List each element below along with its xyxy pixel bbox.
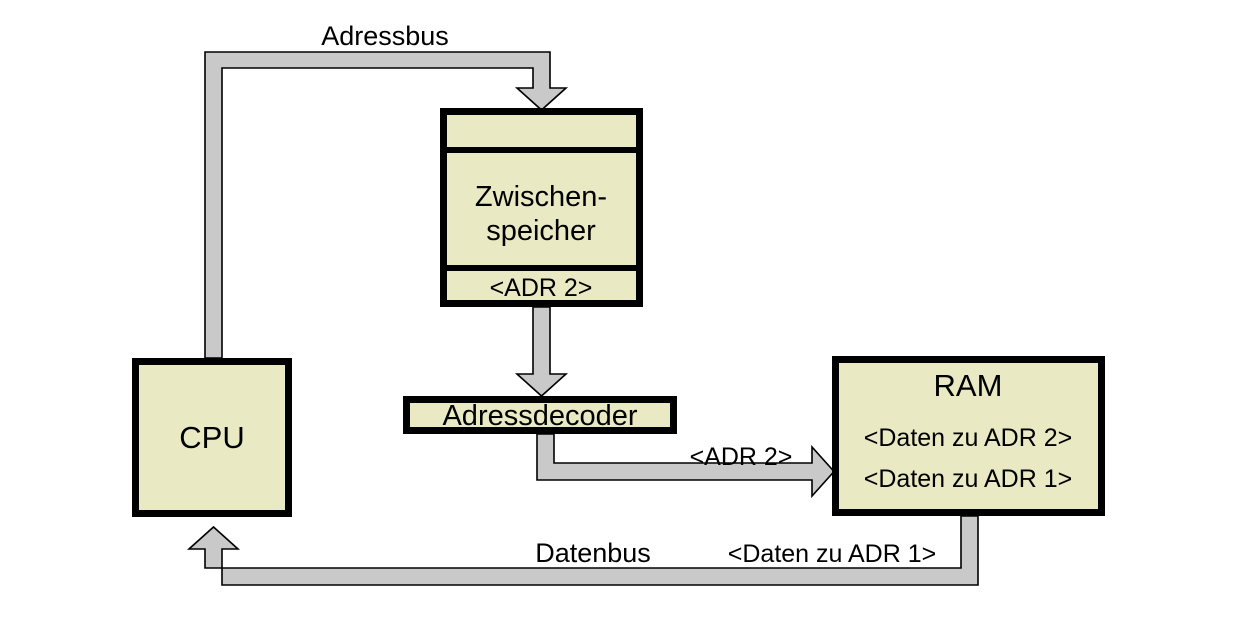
ram-row-2: <Daten zu ADR 1> (864, 465, 1072, 493)
label-adressbus: Adressbus (321, 21, 449, 51)
ram-title: RAM (934, 368, 1003, 403)
zwischenspeicher-slot-bottom: <ADR 2> (490, 274, 593, 302)
connector-latch-to-decoder (514, 306, 569, 398)
label-datenbus: Datenbus (535, 538, 651, 568)
zwischenspeicher-line1: Zwischen- (475, 181, 607, 213)
label-datenbus-payload: <Daten zu ADR 1> (728, 540, 936, 568)
block-adressdecoder[interactable]: Adressdecoder (403, 396, 677, 434)
cpu-label: CPU (179, 420, 244, 455)
block-ram[interactable]: RAM <Daten zu ADR 2> <Daten zu ADR 1> (832, 356, 1105, 516)
block-cpu[interactable]: CPU (132, 358, 292, 517)
block-zwischenspeicher[interactable]: Zwischen- speicher <ADR 2> (440, 108, 643, 307)
ram-row-1: <Daten zu ADR 2> (864, 424, 1072, 452)
connector-address-bus (204, 51, 569, 359)
connector-decoder-to-ram (536, 433, 836, 499)
label-adr2-decoder-to-ram: <ADR 2> (690, 443, 793, 471)
adressdecoder-label: Adressdecoder (442, 400, 637, 432)
zwischenspeicher-line2: speicher (486, 215, 596, 247)
connector-data-bus (186, 515, 979, 586)
